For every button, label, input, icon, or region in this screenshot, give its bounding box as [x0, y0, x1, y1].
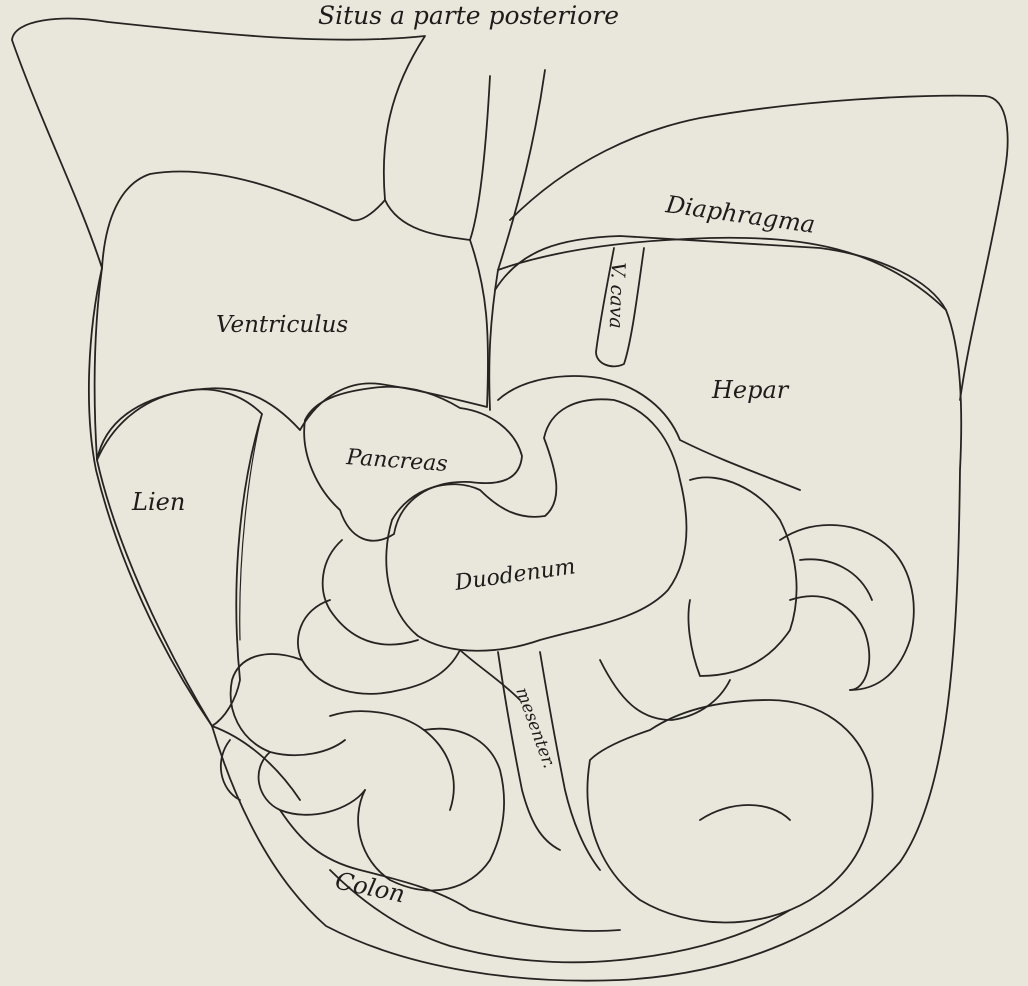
label-lien: Lien [131, 488, 185, 516]
oesophagus-left-wall [385, 76, 490, 240]
label-diaphragma: Diaphragma [663, 190, 817, 239]
plate-title: Situs a parte posteriore [318, 1, 619, 30]
label-mesenter: mesenter. [511, 685, 559, 771]
label-ventriculus: Ventriculus [216, 312, 348, 338]
diaphragma-right-flap [510, 96, 1008, 400]
abdomen-outline [89, 236, 961, 981]
oesophagus-right-wall [489, 70, 545, 410]
label-pancreas: Pancreas [345, 445, 449, 477]
diaphragma-left-flap [12, 19, 425, 268]
diaphragma-lower-edge [498, 238, 946, 310]
label-duodenum: Duodenum [452, 554, 577, 596]
label-hepar: Hepar [711, 376, 790, 404]
lien-fold [240, 414, 262, 640]
colon-loops [212, 726, 790, 962]
label-colon: Colon [333, 866, 408, 908]
label-vena-cava: V. cava [605, 262, 629, 329]
ventriculus-outline [95, 240, 489, 460]
duodenum-outline [386, 399, 686, 650]
